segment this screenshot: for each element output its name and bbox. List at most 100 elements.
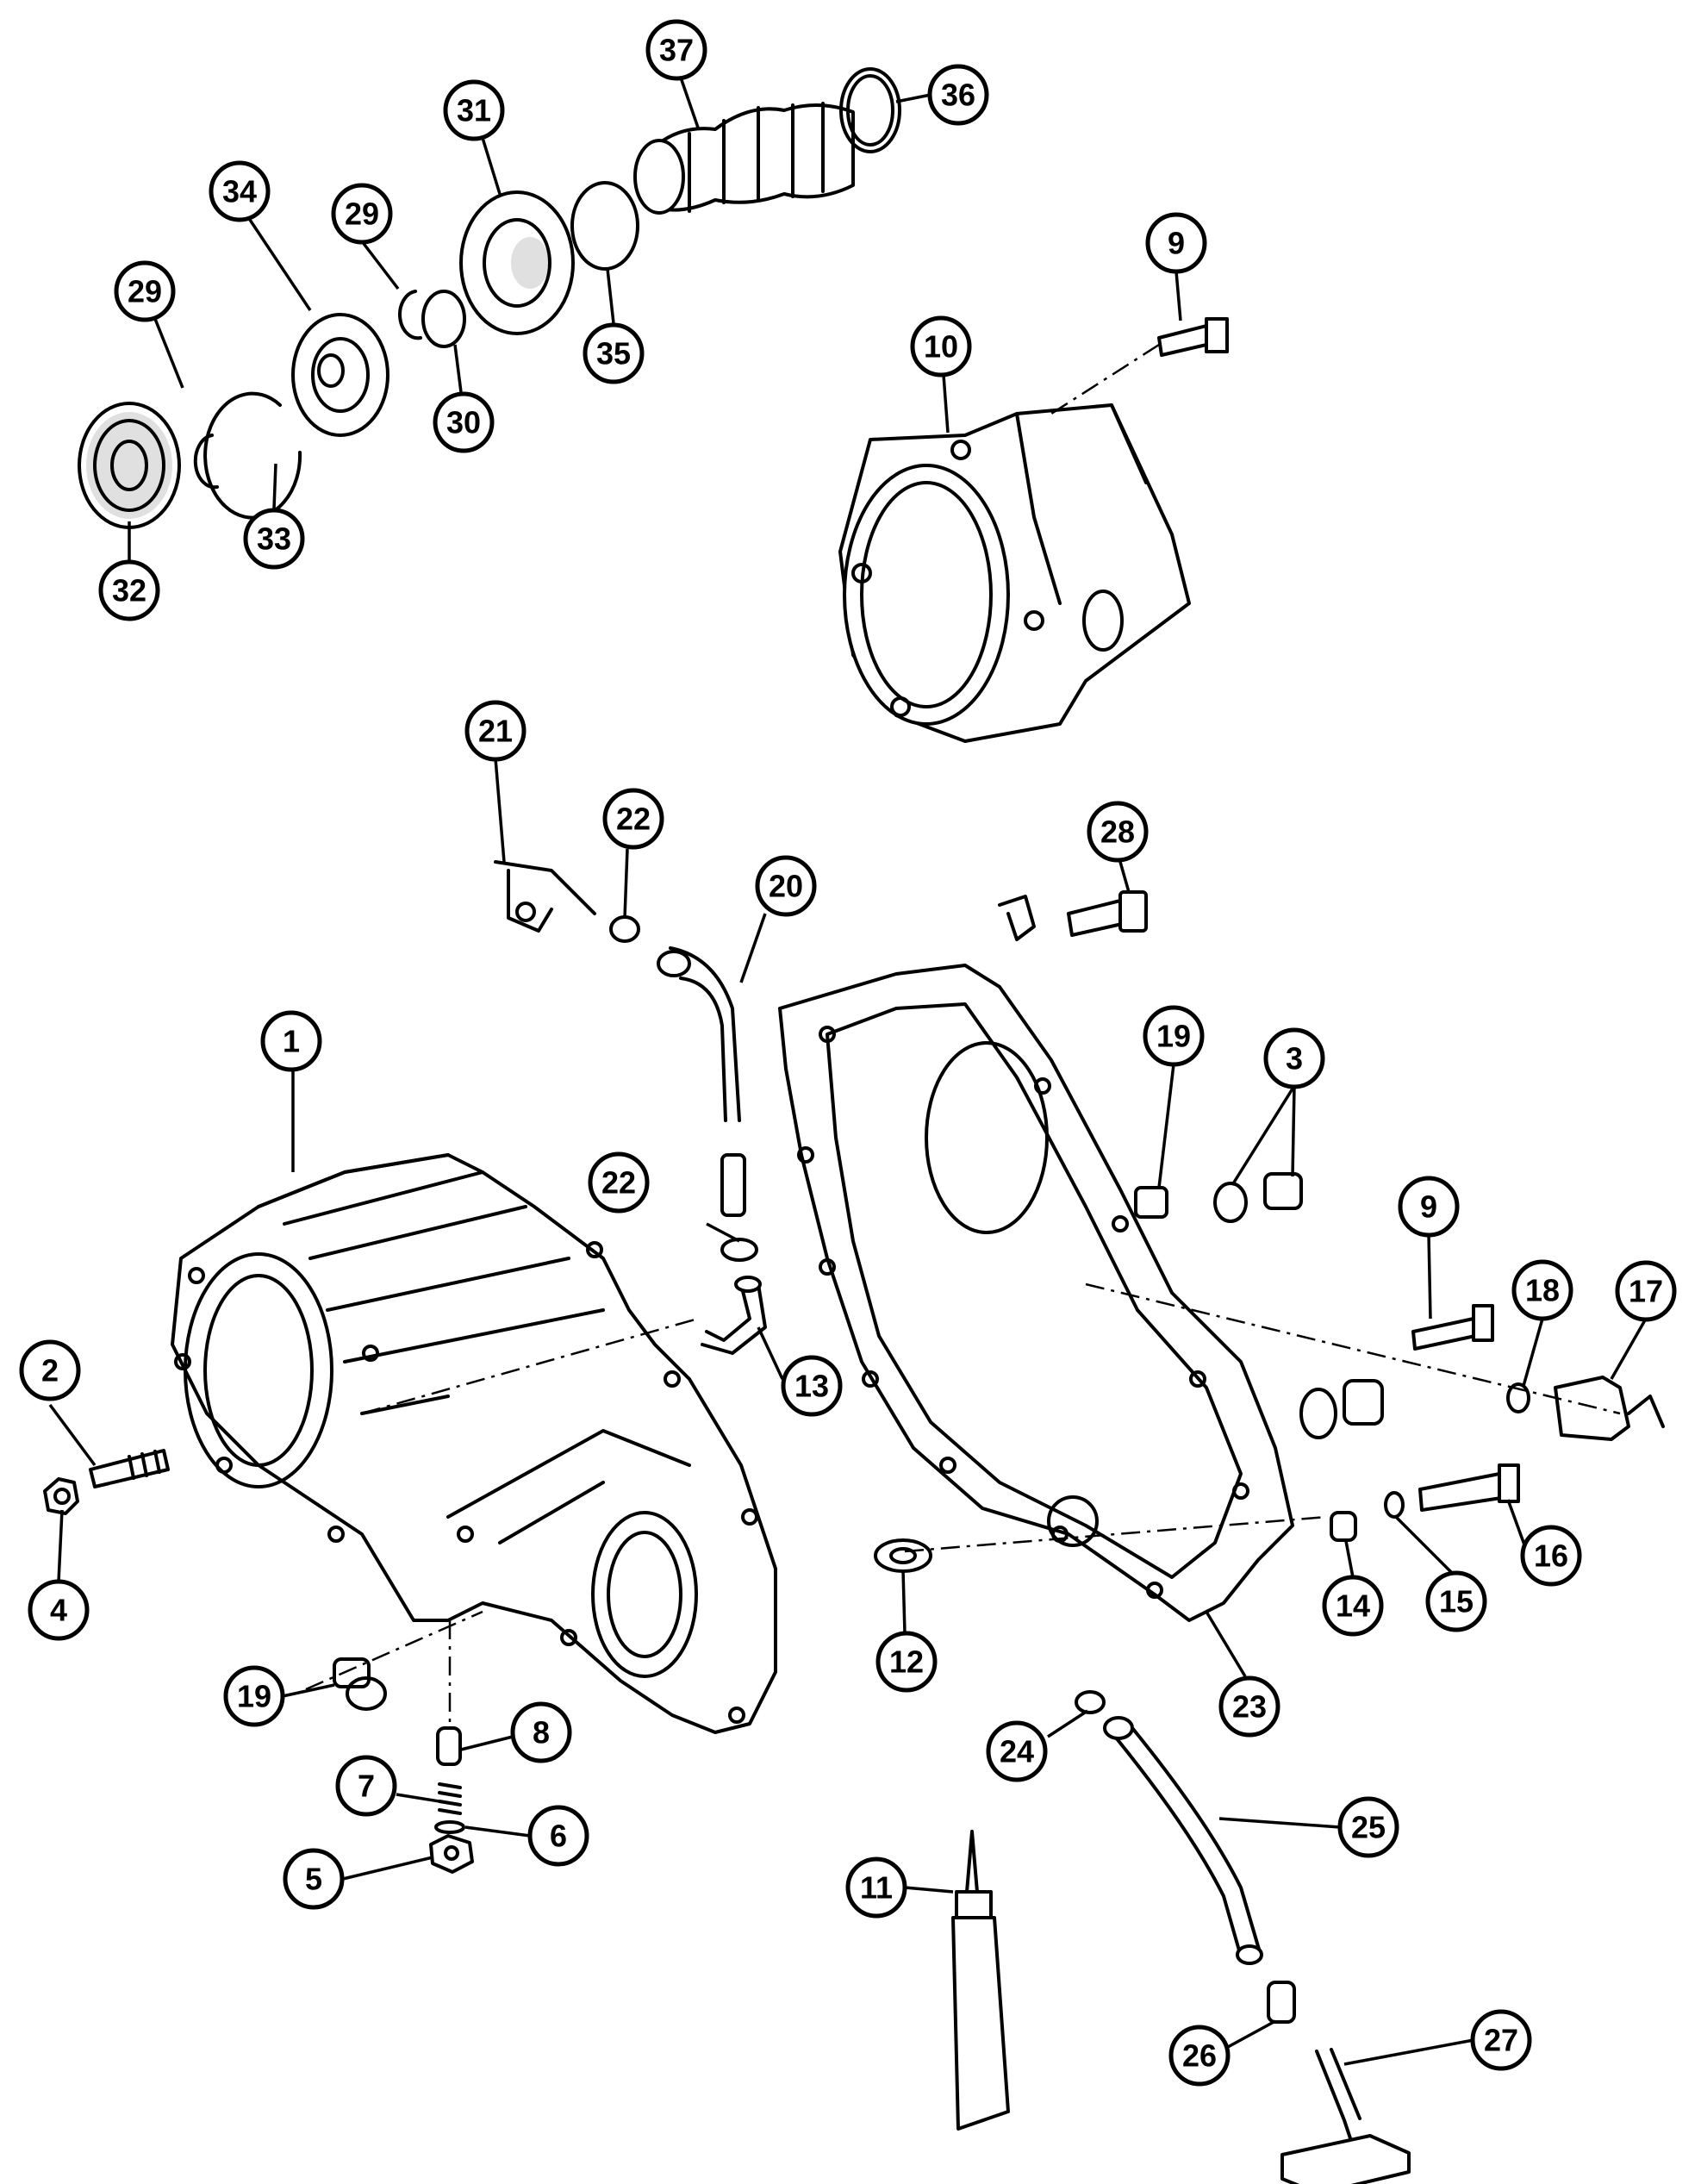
boot-37 (633, 102, 855, 215)
svg-text:16: 16 (1534, 1538, 1568, 1574)
callout-37: 37 (645, 19, 707, 81)
plunger-8 (436, 1726, 462, 1766)
snap-ring-33 (203, 391, 302, 520)
callout-19-left: 19 (223, 1665, 285, 1727)
sealant-tube-11 (951, 1830, 1010, 2131)
spring-7 (438, 1782, 462, 1815)
leader-lines (48, 77, 1648, 2066)
adapter-housing-10 (838, 403, 1191, 743)
nut-5 (429, 1834, 474, 1874)
bolt-9-right (1411, 1304, 1494, 1351)
callout-14: 14 (1322, 1575, 1384, 1637)
seal-34 (291, 313, 389, 437)
callout-23: 23 (1218, 1675, 1280, 1738)
rear-case-23 (778, 964, 1294, 1622)
svg-text:10: 10 (924, 329, 958, 365)
callout-31: 31 (443, 79, 505, 141)
callout-21: 21 (464, 700, 526, 762)
svg-text:20: 20 (769, 869, 803, 904)
callout-10: 10 (910, 315, 972, 378)
svg-text:26: 26 (1182, 2038, 1217, 2074)
sensor-17 (1554, 1376, 1665, 1441)
callout-13: 13 (781, 1355, 843, 1417)
svg-text:36: 36 (941, 78, 975, 113)
svg-text:21: 21 (478, 714, 513, 749)
callout-22-lower: 22 (588, 1151, 650, 1214)
svg-text:28: 28 (1100, 814, 1135, 850)
callout-5: 5 (283, 1848, 345, 1910)
callout-20: 20 (755, 855, 817, 917)
dipstick-tube-25 (1103, 1716, 1263, 1965)
svg-text:37: 37 (659, 33, 694, 68)
svg-text:19: 19 (1156, 1019, 1191, 1054)
callout-33: 33 (243, 508, 305, 570)
callout-1: 1 (260, 1010, 322, 1072)
svg-text:5: 5 (305, 1862, 322, 1897)
o-ring-24 (1075, 1690, 1106, 1714)
svg-text:13: 13 (794, 1369, 829, 1404)
shift-clip-21 (494, 860, 596, 933)
svg-text:9: 9 (1168, 226, 1185, 261)
callout-25: 25 (1337, 1796, 1399, 1858)
svg-text:27: 27 (1484, 2023, 1518, 2058)
callout-19-right: 19 (1143, 1005, 1205, 1067)
callout-36: 36 (927, 64, 989, 126)
svg-text:3: 3 (1286, 1041, 1303, 1076)
bearing-32 (78, 402, 181, 529)
snap-ring-29-lower (193, 434, 219, 490)
svg-text:15: 15 (1439, 1584, 1474, 1619)
svg-text:31: 31 (457, 93, 491, 128)
svg-text:30: 30 (446, 405, 481, 440)
callout-32: 32 (98, 559, 160, 621)
plug-19-left (333, 1657, 387, 1711)
callout-30: 30 (433, 391, 495, 453)
grommet-26 (1267, 1981, 1296, 2024)
clamp-36 (839, 67, 901, 153)
callout-4: 4 (28, 1579, 90, 1641)
callout-34: 34 (209, 160, 271, 222)
callout-35: 35 (583, 322, 645, 384)
front-case-1 (171, 1153, 777, 1734)
snap-ring-29-upper (398, 290, 422, 340)
callout-29-upper: 29 (331, 183, 393, 245)
callout-28: 28 (1087, 801, 1149, 863)
svg-text:17: 17 (1629, 1274, 1663, 1309)
washer-15 (1384, 1491, 1405, 1519)
svg-text:22: 22 (616, 802, 651, 837)
callout-12: 12 (875, 1631, 938, 1693)
adapter-31 (459, 190, 575, 335)
svg-text:8: 8 (533, 1715, 550, 1750)
o-ring-30 (421, 290, 466, 348)
fitting-22-lower (720, 1238, 758, 1262)
bolt-16 (1418, 1463, 1520, 1512)
plug-19-right (1134, 1186, 1168, 1219)
svg-text:4: 4 (50, 1593, 67, 1628)
callout-3: 3 (1263, 1027, 1325, 1089)
svg-text:35: 35 (596, 336, 631, 371)
callout-15: 15 (1425, 1570, 1487, 1632)
seal-12 (874, 1538, 932, 1573)
svg-text:18: 18 (1525, 1273, 1560, 1308)
callout-11: 11 (845, 1856, 907, 1919)
callout-29-lower: 29 (114, 260, 176, 322)
svg-text:23: 23 (1232, 1689, 1267, 1725)
callout-8: 8 (510, 1701, 572, 1763)
callout-26: 26 (1168, 2025, 1231, 2087)
dipstick-27 (1280, 2048, 1411, 2184)
callout-16: 16 (1520, 1525, 1582, 1587)
callout-7: 7 (335, 1755, 397, 1817)
bolt-9-upper (1157, 317, 1229, 357)
svg-text:12: 12 (889, 1644, 924, 1680)
nut-4 (43, 1477, 79, 1515)
svg-text:32: 32 (112, 573, 146, 608)
svg-text:29: 29 (128, 274, 162, 309)
callout-27: 27 (1470, 2009, 1532, 2071)
svg-text:9: 9 (1420, 1189, 1437, 1225)
svg-text:14: 14 (1336, 1588, 1370, 1624)
callout-6: 6 (527, 1805, 589, 1867)
svg-text:7: 7 (358, 1769, 375, 1804)
callout-18: 18 (1511, 1259, 1573, 1321)
o-ring-6 (434, 1820, 465, 1834)
svg-text:1: 1 (283, 1024, 300, 1059)
